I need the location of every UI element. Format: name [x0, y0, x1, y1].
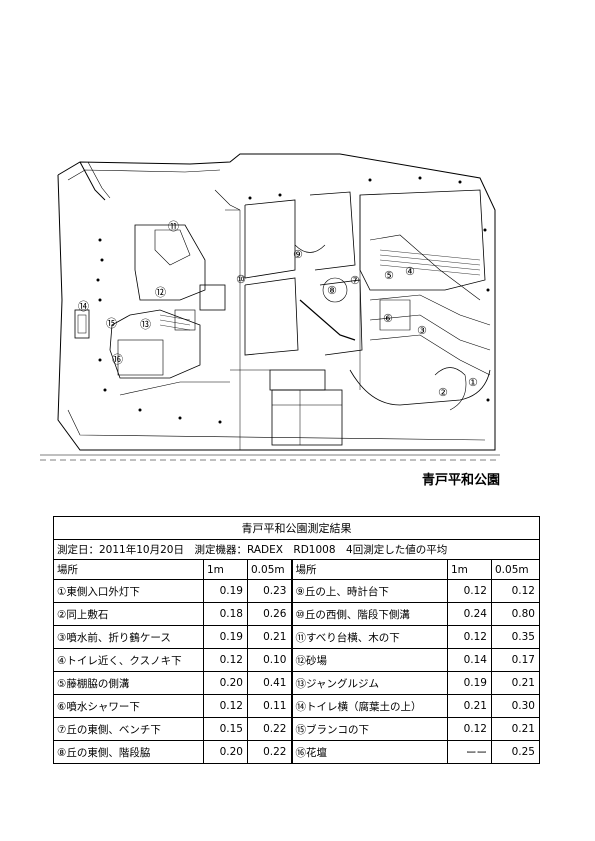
place-cell: ⑫砂場 [290, 648, 448, 672]
place-cell: ③噴水前、折り鶴ケース [53, 625, 204, 649]
map-marker-15: ⑮ [106, 317, 117, 330]
park-inner-boundary [67, 169, 221, 181]
place-cell: ⑤藤棚脇の側溝 [53, 671, 204, 695]
value-005m-cell: 0.41 [247, 671, 292, 695]
header-1m-left: 1m [203, 559, 248, 580]
place-cell: ⑮ブランコの下 [290, 717, 448, 741]
place-cell: ⑩丘の西側、階段下側溝 [290, 602, 448, 626]
value-005m-cell: 0.17 [491, 648, 540, 672]
value-005m-cell: 0.12 [491, 579, 540, 603]
value-1m-cell: 0.19 [203, 579, 248, 603]
park-boundary [57, 153, 496, 451]
measurement-table: 青戸平和公園測定結果 測定日：2011年10月20日 測定機器：RADEX RD… [53, 516, 540, 764]
map-marker-2: ② [438, 386, 448, 399]
value-005m-cell: 0.10 [247, 648, 292, 672]
value-1m-cell: 0.24 [447, 602, 492, 626]
value-1m-cell: 0.20 [203, 671, 248, 695]
map-marker-3: ③ [417, 324, 427, 337]
map-marker-4: ④ [405, 265, 415, 278]
header-1m-right: 1m [447, 559, 492, 580]
value-005m-cell: 0.30 [491, 694, 540, 718]
place-cell: ⑪すべり台横、木の下 [290, 625, 448, 649]
table-title: 青戸平和公園測定結果 [53, 516, 540, 540]
map-marker-9: ⑨ [293, 248, 303, 261]
value-005m-cell: 0.23 [247, 579, 292, 603]
map-marker-7: ⑦ [350, 274, 360, 287]
place-cell: ⑦丘の東側、ベンチ下 [53, 717, 204, 741]
place-cell: ⑯花壇 [290, 740, 448, 764]
value-1m-cell: 0.15 [203, 717, 248, 741]
place-cell: ⑭トイレ横（腐葉土の上） [290, 694, 448, 718]
map-marker-1: ① [468, 376, 478, 389]
place-cell: ⑥噴水シャワー下 [53, 694, 204, 718]
value-005m-cell: 0.22 [247, 740, 292, 764]
map-marker-6: ⑥ [383, 312, 393, 325]
value-005m-cell: 0.21 [491, 671, 540, 695]
place-cell: ②同上敷石 [53, 602, 204, 626]
value-005m-cell: 0.26 [247, 602, 292, 626]
map-marker-10: ⑩ [236, 273, 246, 286]
map-marker-5: ⑤ [384, 269, 394, 282]
value-005m-cell: 0.22 [247, 717, 292, 741]
value-005m-cell: 0.80 [491, 602, 540, 626]
value-1m-cell: 0.21 [447, 694, 492, 718]
place-cell: ⑧丘の東側、階段脇 [53, 740, 204, 764]
value-1m-cell: 0.12 [203, 694, 248, 718]
value-005m-cell: 0.25 [491, 740, 540, 764]
map-marker-12: ⑫ [155, 286, 166, 299]
map-caption: 青戸平和公園 [422, 473, 501, 488]
value-1m-cell: 0.19 [447, 671, 492, 695]
value-005m-cell: 0.21 [247, 625, 292, 649]
value-005m-cell: 0.11 [247, 694, 292, 718]
header-005m-right: 0.05m [491, 559, 540, 580]
place-cell: ④トイレ近く、クスノキ下 [53, 648, 204, 672]
map-marker-11: ⑪ [168, 220, 179, 233]
header-005m-left: 0.05m [247, 559, 292, 580]
place-cell: ⑨丘の上、時計台下 [290, 579, 448, 603]
measurement-info: 測定日：2011年10月20日 測定機器：RADEX RD1008 4回測定した… [53, 539, 540, 560]
value-1m-cell: 0.12 [447, 717, 492, 741]
place-cell: ⑬ジャングルジム [290, 671, 448, 695]
park-map: ① ② ③ ④ ⑤ ⑥ ⑦ ⑧ ⑨ ⑩ ⑪ ⑫ ⑬ ⑭ ⑮ ⑯ [40, 153, 500, 461]
value-1m-cell: ーー [447, 740, 492, 764]
header-place-left: 場所 [53, 559, 204, 580]
value-1m-cell: 0.20 [203, 740, 248, 764]
map-marker-13: ⑬ [140, 318, 151, 331]
map-marker-14: ⑭ [78, 300, 89, 313]
map-marker-16: ⑯ [112, 353, 123, 366]
value-1m-cell: 0.12 [203, 648, 248, 672]
value-1m-cell: 0.19 [203, 625, 248, 649]
value-1m-cell: 0.14 [447, 648, 492, 672]
value-1m-cell: 0.12 [447, 579, 492, 603]
map-marker-8: ⑧ [327, 284, 337, 297]
header-place-right: 場所 [290, 559, 448, 580]
value-005m-cell: 0.35 [491, 625, 540, 649]
value-1m-cell: 0.12 [447, 625, 492, 649]
value-005m-cell: 0.21 [491, 717, 540, 741]
value-1m-cell: 0.18 [203, 602, 248, 626]
place-cell: ①東側入口外灯下 [53, 579, 204, 603]
